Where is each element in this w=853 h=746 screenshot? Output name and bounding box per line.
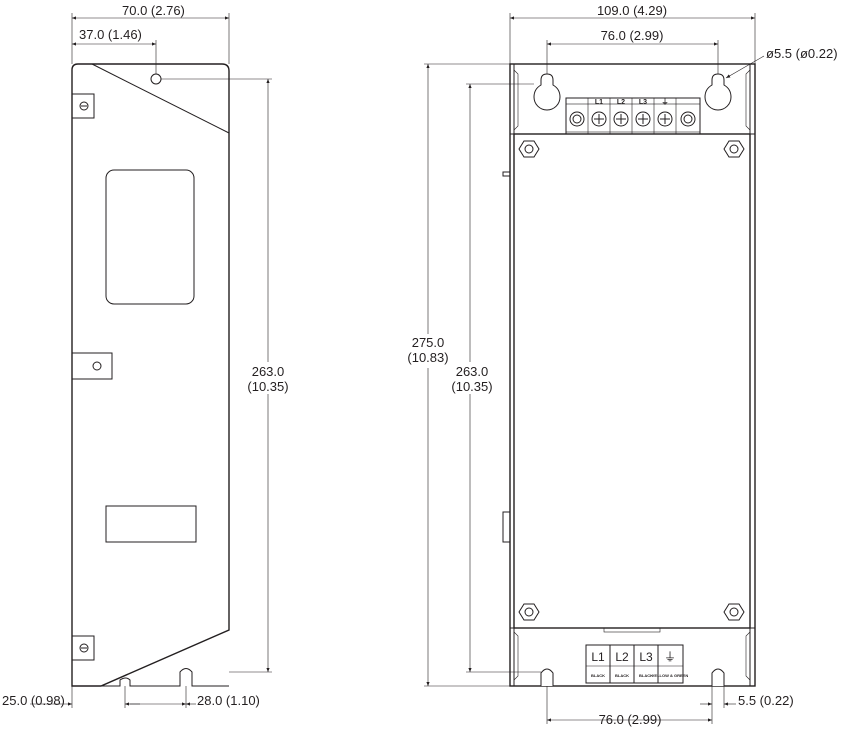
front-nut-top-right	[723, 140, 745, 158]
wire-color-l2: BLACK	[615, 673, 629, 678]
front-hole-height-in-label: (10.35)	[451, 379, 492, 394]
side-height-in-label: (10.35)	[247, 379, 288, 394]
front-body	[513, 133, 751, 629]
bottom-terminal-l1: L1	[591, 650, 605, 664]
top-terminal-l1: L1	[595, 99, 603, 106]
side-base-left-label: 25.0 (0.98)	[2, 693, 65, 708]
bottom-terminal-l3: L3	[639, 650, 653, 664]
side-label-plate	[105, 505, 197, 543]
side-top-chamfer	[91, 63, 230, 134]
front-keyhole-left	[533, 73, 561, 111]
side-window-upper	[105, 169, 195, 305]
top-terminal-block: L1 L2 L3 ⏚	[565, 97, 701, 135]
side-body-outline	[71, 63, 230, 687]
front-slot-width-label: 5.5 (0.22)	[738, 693, 794, 708]
side-width-label: 70.0 (2.76)	[122, 3, 185, 18]
bottom-terminal-labels: L1 L2 L3 ⏚ BLACK BLACK BLACK YELLOW & GR…	[585, 644, 689, 684]
side-view: 70.0 (2.76) 37.0 (1.46) 263.0 (10.35) 25…	[2, 3, 289, 708]
side-height-mm-label: 263.0	[252, 364, 285, 379]
side-base-slots	[72, 668, 229, 687]
front-nut-bottom-left	[518, 603, 540, 621]
front-hole-height-mm-label: 263.0	[456, 364, 489, 379]
front-hole-diameter-label: ø5.5 (ø0.22)	[766, 46, 838, 61]
side-bracket-top	[71, 93, 95, 119]
side-base-slot-label: 28.0 (1.10)	[197, 693, 260, 708]
wire-color-ground: YELLOW & GREEN	[652, 673, 689, 678]
side-hole-offset-label: 37.0 (1.46)	[79, 27, 142, 42]
wire-color-l1: BLACK	[591, 673, 605, 678]
side-mounting-hole	[150, 73, 162, 85]
top-terminal-l3: L3	[639, 99, 647, 106]
wire-color-l3: BLACK	[639, 673, 653, 678]
front-keyhole-right	[704, 73, 732, 111]
front-overall-height-mm-label: 275.0	[412, 335, 445, 350]
front-bottom-slots	[540, 668, 725, 686]
top-terminal-l2: L2	[617, 99, 625, 106]
front-overall-height-in-label: (10.83)	[407, 350, 448, 365]
front-nut-top-left	[518, 140, 540, 158]
front-view: L1 L2 L3 ⏚ L1 L2 L3 ⏚	[407, 3, 837, 727]
bottom-terminal-ground: ⏚	[664, 650, 676, 664]
front-top-hole-spacing-label: 76.0 (2.99)	[601, 28, 664, 43]
side-bracket-middle	[71, 352, 113, 380]
bottom-terminal-l2: L2	[615, 650, 629, 664]
front-nut-bottom-right	[723, 603, 745, 621]
top-terminal-ground: ⏚	[662, 98, 669, 106]
front-flange-outline	[509, 63, 756, 687]
front-width-label: 109.0 (4.29)	[597, 3, 667, 18]
side-bracket-bottom	[71, 635, 95, 661]
front-bottom-hole-spacing-label: 76.0 (2.99)	[599, 712, 662, 727]
